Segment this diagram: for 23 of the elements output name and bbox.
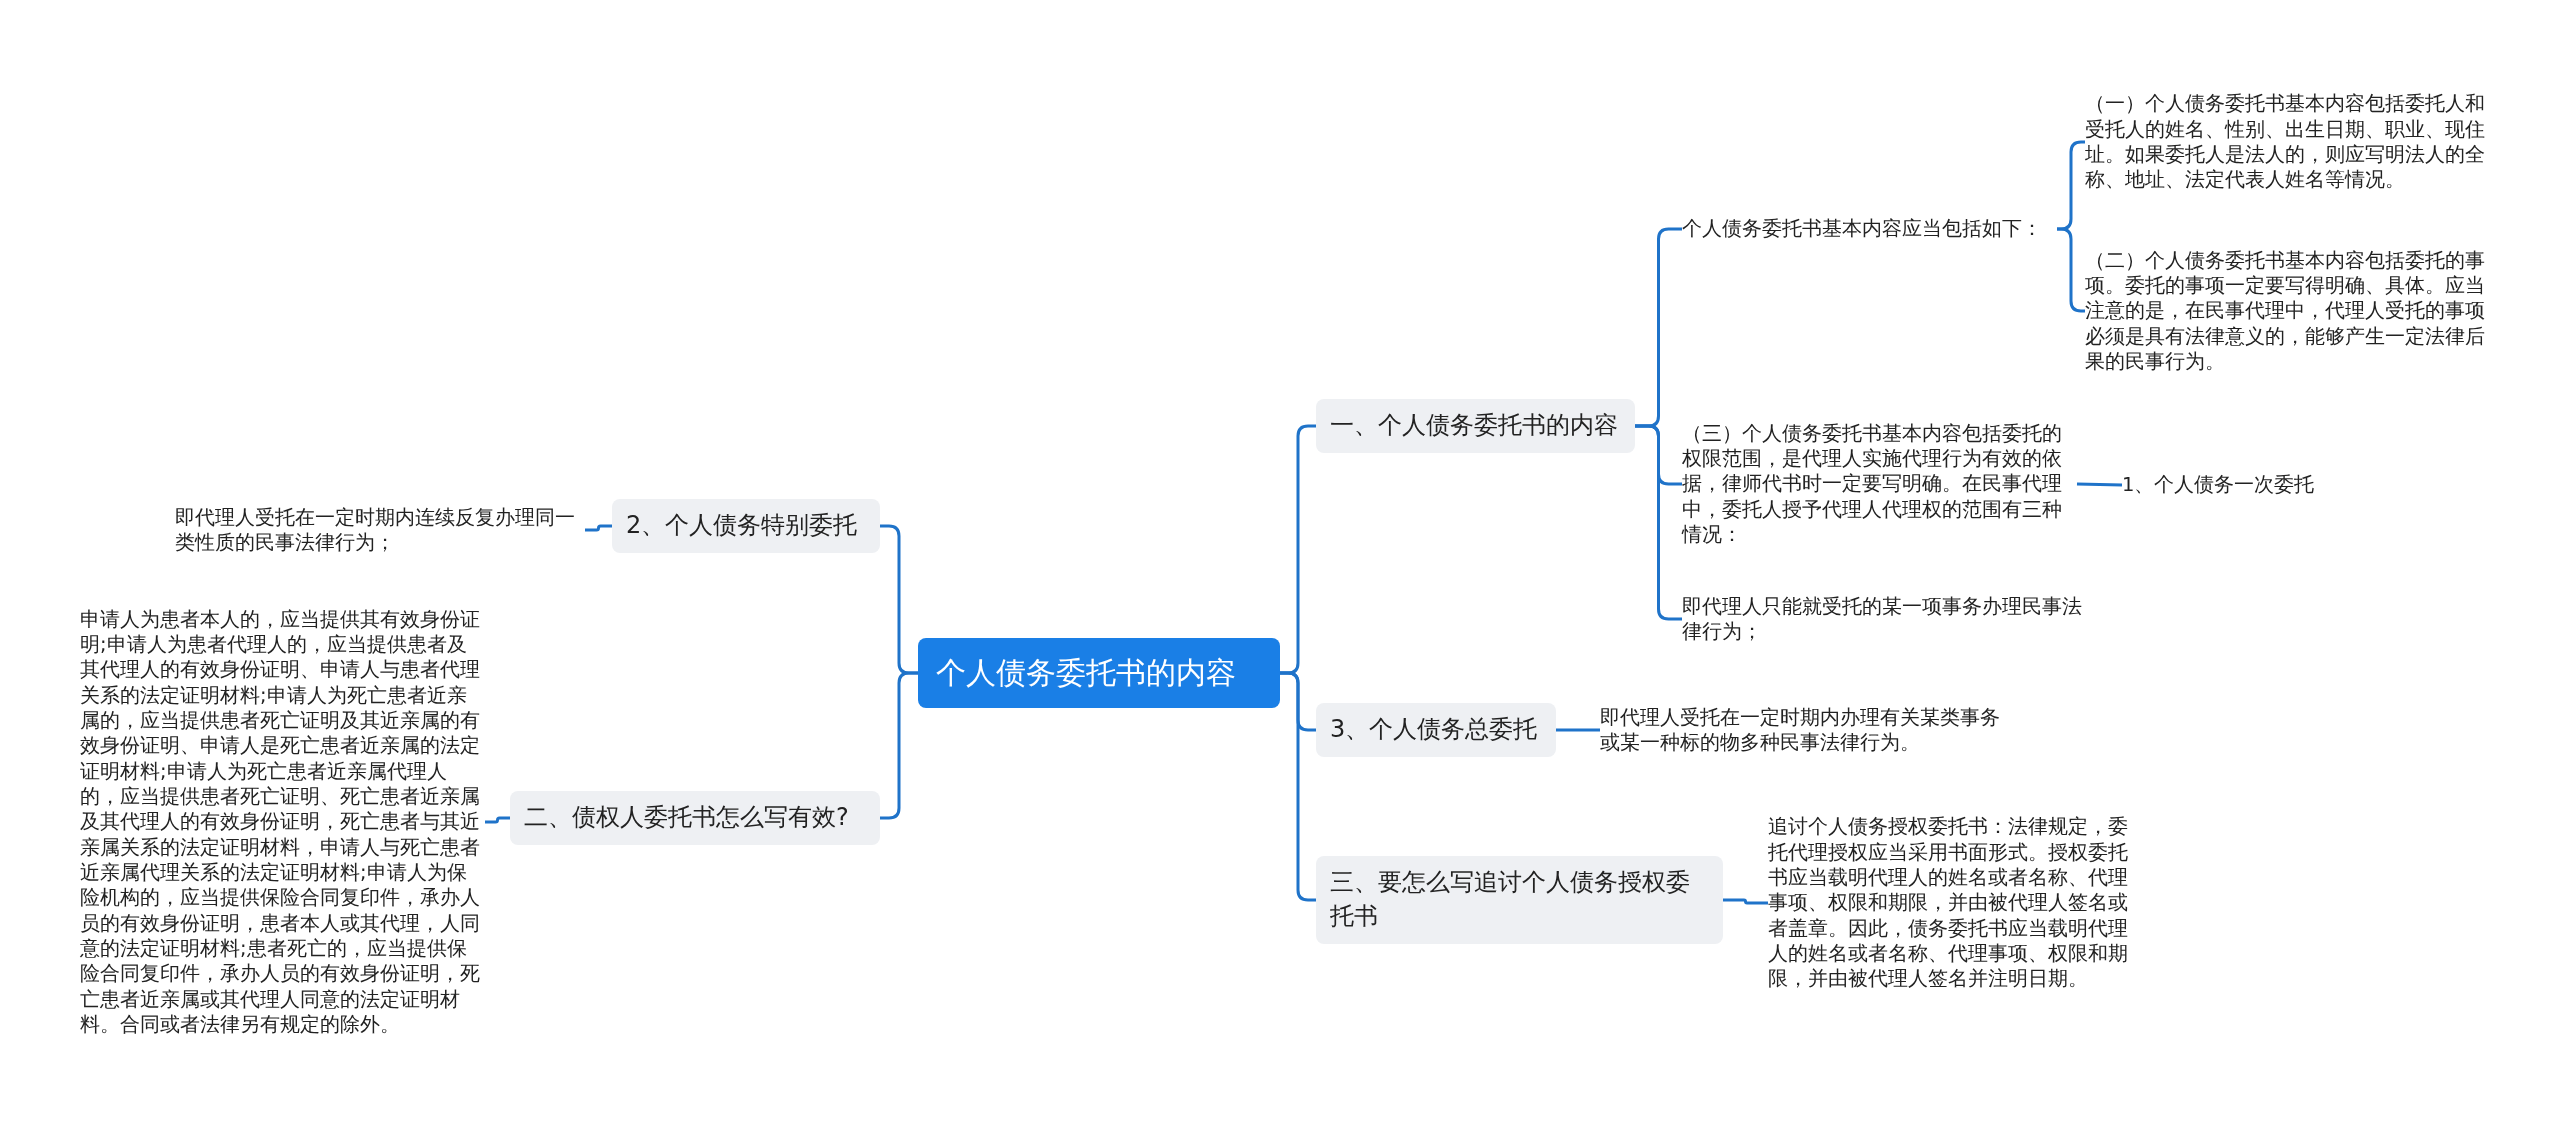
connector-line xyxy=(585,524,612,532)
root-topic-box: 个人债务委托书的内容 xyxy=(918,638,1280,708)
connector-line xyxy=(1280,671,1316,902)
connector-line xyxy=(2076,482,2123,487)
topic-box: 三、要怎么写追讨个人债务授权委托书 xyxy=(1316,856,1723,944)
connector-line xyxy=(1556,728,1600,732)
note-text: 个人债务委托书基本内容应当包括如下： xyxy=(1682,216,2057,242)
note-text: 追讨个人债务授权委托书：法律规定，委托代理授权应当采用书面形式。授权委托书应当载明代理人的姓名或者名称、代理事项、权限和期限，并由被代理人签名或者盖章。因此，债务委托书应当载明代理人的姓名或者名称、代理事项、权限和期限，并由被代理人签名并注明日期。 xyxy=(1768,814,2143,992)
note-text: （一）个人债务委托书基本内容包括委托人和受托人的姓名、性别、出生日期、职业、现住址。如果委托人是法人的，则应写明法人的全称、地址、法定代表人姓名等情况。 xyxy=(2085,91,2490,193)
note-text: 即代理人只能就受托的某一项事务办理民事法律行为； xyxy=(1682,593,2087,645)
note-text: 申请人为患者本人的，应当提供其有效身份证明;申请人为患者代理人的，应当提供患者及其代理人的有效身份证明、申请人与患者代理关系的法定证明材料;申请人为死亡患者近亲属的，应当提供患者死亡证明及其近亲属的有效身份证明、申请人是死亡患者近亲属的法定证明材料;申请人为死亡患者近亲属代理人的，应当提供患者死亡证明、死亡患者近亲属及其代理人的有效身份证明，死亡患者与其近亲属关系的法定证明材料，申请人与死亡患者近亲属代理关系的法定证明材料;申请人为保险机构的，应当提供保险合同复印件，承办人员的有效身份证明，患者本人或其代理，人同意的法定证明材料;患者死亡的，应当提供保险合同复印件，承办人员的有效身份证明，死亡患者近亲属或其代理人同意的法定证明材料。合同或者法律另有规定的除外。 xyxy=(80,606,485,1038)
note-text: 即代理人受托在一定时期内连续反复办理同一类性质的民事法律行为； xyxy=(175,504,585,556)
topic-box: 一、个人债务委托书的内容 xyxy=(1316,399,1635,453)
note-text: 即代理人受托在一定时期内办理有关某类事务或某一种标的物多种民事法律行为。 xyxy=(1600,704,2010,756)
topic-box: 2、个人债务特别委托 xyxy=(612,499,880,553)
note-text: （三）个人债务委托书基本内容包括委托的权限范围，是代理人实施代理行为有效的依据，律师代书时一定要写明确。在民事代理中，委托人授予代理人代理权的范围有三种情况： xyxy=(1682,420,2077,548)
connector-line xyxy=(1723,898,1768,905)
note-text: （二）个人债务委托书基本内容包括委托的事项。委托的事项一定要写得明确、具体。应当注意的是，在民事代理中，代理人受托的事项必须是具有法律意义的，能够产生一定法律后果的民事行为。 xyxy=(2085,247,2490,375)
note-text: 1、个人债务一次委托 xyxy=(2122,472,2352,498)
connector-line xyxy=(880,671,918,820)
connector-line xyxy=(485,816,510,824)
topic-box: 3、个人债务总委托 xyxy=(1316,703,1556,757)
topic-box: 二、债权人委托书怎么写有效? xyxy=(510,791,880,845)
